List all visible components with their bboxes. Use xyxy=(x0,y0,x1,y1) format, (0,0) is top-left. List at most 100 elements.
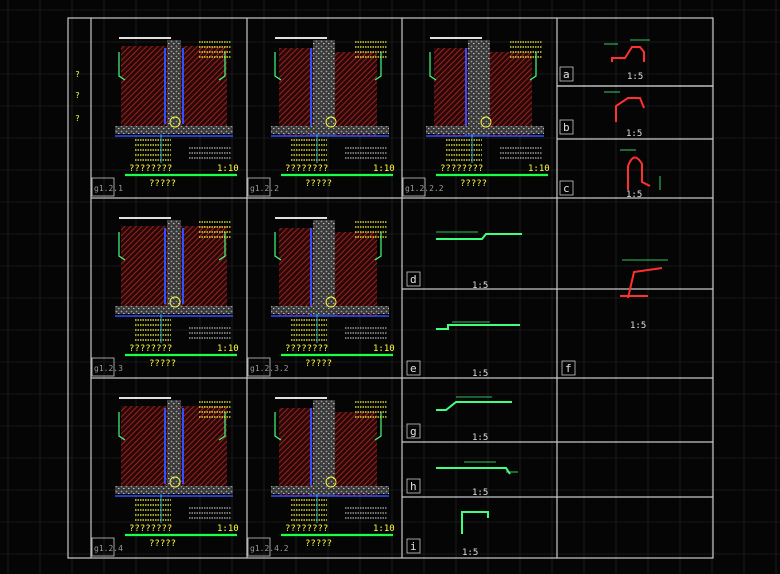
masonry-left xyxy=(279,408,313,496)
base-slab xyxy=(271,306,389,314)
trim-profile-d xyxy=(436,233,522,240)
detail-scale: 1:10 xyxy=(217,164,239,174)
detail-scale: 1:10 xyxy=(528,164,550,174)
tag-box xyxy=(402,177,426,197)
tag-box xyxy=(91,177,115,197)
sheet-number: g1.2.4 xyxy=(94,544,123,553)
detail-title: ???????? xyxy=(129,524,172,534)
profile-scale: 1:5 xyxy=(472,488,488,498)
profile-letter-box xyxy=(406,538,421,554)
masonry-left xyxy=(279,48,313,136)
detail-section-g1.2.2.2: ???????? 1:10????? g1.2.2.2 xyxy=(402,37,550,197)
profile-scale: 1:5 xyxy=(472,369,488,379)
masonry-left xyxy=(121,406,169,486)
trim-profile-h xyxy=(436,467,511,475)
masonry-right xyxy=(179,226,227,306)
base-slab xyxy=(115,126,233,134)
sheet-frame xyxy=(67,17,714,559)
concrete-core xyxy=(167,220,181,308)
profile-scale: 1:5 xyxy=(626,190,642,200)
masonry-left xyxy=(434,48,468,136)
margin-mark: ? xyxy=(75,114,80,123)
base-slab xyxy=(115,306,233,314)
trim-profile xyxy=(118,52,126,81)
sheet-number: g1.2.3.2 xyxy=(250,364,289,373)
sheet-number: g1.2.2.2 xyxy=(405,184,444,193)
sheet-number: g1.2.3 xyxy=(94,364,123,373)
profile-c: c 1:5 xyxy=(559,156,651,200)
profile-letter-box xyxy=(406,360,421,376)
detail-callout-bubble xyxy=(169,116,181,128)
tag-box xyxy=(247,537,271,557)
left-margin-marks: ??? xyxy=(75,70,80,123)
profile-scale: 1:5 xyxy=(472,281,488,291)
detail-subtitle: ????? xyxy=(149,359,176,369)
detail-section-g1.2.3: ????????1:10?????g1.2.3 xyxy=(91,217,239,377)
trim-profile-b xyxy=(615,97,645,122)
trim-profile xyxy=(118,412,126,441)
profile-dimensions xyxy=(436,39,668,473)
base-slab xyxy=(115,486,233,494)
trim-profile xyxy=(218,412,226,441)
profile-letter: a xyxy=(563,68,570,81)
margin-mark: ? xyxy=(75,91,80,100)
detail-callout-bubble xyxy=(325,476,337,488)
detail-section-g1.2.4: ????????1:10?????g1.2.4 xyxy=(91,397,239,557)
concrete-core xyxy=(167,40,181,128)
trim-profile xyxy=(218,232,226,261)
trim-profile xyxy=(274,232,282,261)
profile-letter-box xyxy=(561,360,576,376)
detail-scale: 1:10 xyxy=(373,164,395,174)
masonry-right xyxy=(490,52,532,136)
masonry-right xyxy=(179,46,227,126)
profile-letter-box xyxy=(559,119,574,135)
trim-profile xyxy=(429,52,437,81)
detail-scale: 1:10 xyxy=(217,344,239,354)
sheet-number: g1.2.1 xyxy=(94,184,123,193)
trim-profile-g xyxy=(436,401,512,411)
detail-subtitle: ????? xyxy=(460,179,487,189)
sheet-number: g1.2.4.2 xyxy=(250,544,289,553)
tag-box xyxy=(247,357,271,377)
masonry-right xyxy=(179,406,227,486)
detail-subtitle: ????? xyxy=(305,179,332,189)
profile-letter-box xyxy=(406,423,421,439)
detail-subtitle: ????? xyxy=(305,359,332,369)
profile-scale: 1:5 xyxy=(626,129,642,139)
concrete-core xyxy=(468,40,490,136)
profile-letter-box xyxy=(406,478,421,494)
profile-letter: c xyxy=(563,182,570,195)
detail-callout-bubble xyxy=(325,296,337,308)
trim-profile xyxy=(374,52,382,81)
trim-profile-i xyxy=(461,511,489,534)
detail-title: ???????? xyxy=(285,344,328,354)
trim-profile xyxy=(118,232,126,261)
base-slab xyxy=(426,126,544,134)
detail-section-g1.2.3.2: ???????? 1:10????? g1.2.3.2 xyxy=(247,217,395,377)
tag-box xyxy=(247,177,271,197)
concrete-core xyxy=(313,220,335,316)
detail-section-g1.2.4.2: ????????1:10?????g1.2.4.2 xyxy=(247,397,395,557)
detail-section-g1.2.1: ????????1:10?????g1.2.1 xyxy=(91,37,239,197)
profile-letter: f xyxy=(565,362,572,375)
masonry-right xyxy=(335,412,377,496)
concrete-core xyxy=(313,40,335,136)
outer-border xyxy=(67,17,714,559)
tag-box xyxy=(91,357,115,377)
concrete-core xyxy=(167,400,181,488)
detail-title: ???????? xyxy=(440,164,483,174)
detail-scale: 1:10 xyxy=(373,344,395,354)
detail-subtitle: ????? xyxy=(149,539,176,549)
detail-callout-bubble xyxy=(480,116,492,128)
masonry-right xyxy=(335,52,377,136)
tag-box xyxy=(91,537,115,557)
profile-f: f1:5 xyxy=(561,267,663,376)
base-slab xyxy=(271,126,389,134)
detail-scale: 1:10 xyxy=(373,524,395,534)
profile-scale: 1:5 xyxy=(472,433,488,443)
detail-subtitle: ????? xyxy=(305,539,332,549)
